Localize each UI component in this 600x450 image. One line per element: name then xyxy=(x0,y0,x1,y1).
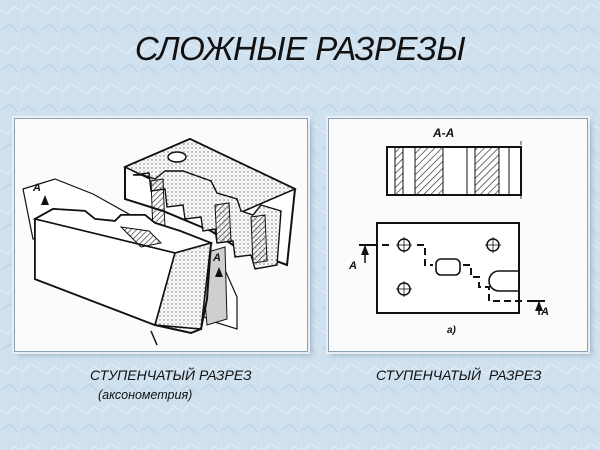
plan-view xyxy=(371,222,525,314)
arrow-up-icon xyxy=(361,245,369,255)
orthographic-figure-panel: A-A xyxy=(328,118,588,352)
orthographic-drawing: A-A xyxy=(348,126,549,336)
arrow-a-left-icon xyxy=(41,195,49,205)
page-title: СЛОЖНЫЕ РАЗРЕЗЫ xyxy=(134,30,466,67)
section-arrow-right: A xyxy=(527,300,549,318)
section-label-a-right: A xyxy=(212,252,221,264)
figure-label: а) xyxy=(447,325,457,336)
axonometric-drawing: A A xyxy=(22,137,297,346)
section-arrow-left: A xyxy=(348,244,373,272)
arrow-a-right-icon xyxy=(215,267,223,277)
arrow-up-icon xyxy=(535,301,543,311)
left-subcaption: (аксонометрия) xyxy=(98,388,193,402)
section-view-label: A-A xyxy=(432,126,454,140)
arrow-label-right: A xyxy=(540,306,549,318)
section-a-a-view xyxy=(386,141,522,201)
left-caption: СТУПЕНЧАТЫЙ РАЗРЕЗ xyxy=(90,367,252,383)
axonometric-figure-panel: A A xyxy=(14,118,308,352)
section-label-a-left: A xyxy=(32,182,41,194)
rear-block-half xyxy=(123,137,297,270)
front-block-half xyxy=(32,207,214,346)
right-caption: СТУПЕНЧАТЫЙ РАЗРЕЗ xyxy=(376,367,542,383)
arrow-label-left: A xyxy=(348,260,357,272)
